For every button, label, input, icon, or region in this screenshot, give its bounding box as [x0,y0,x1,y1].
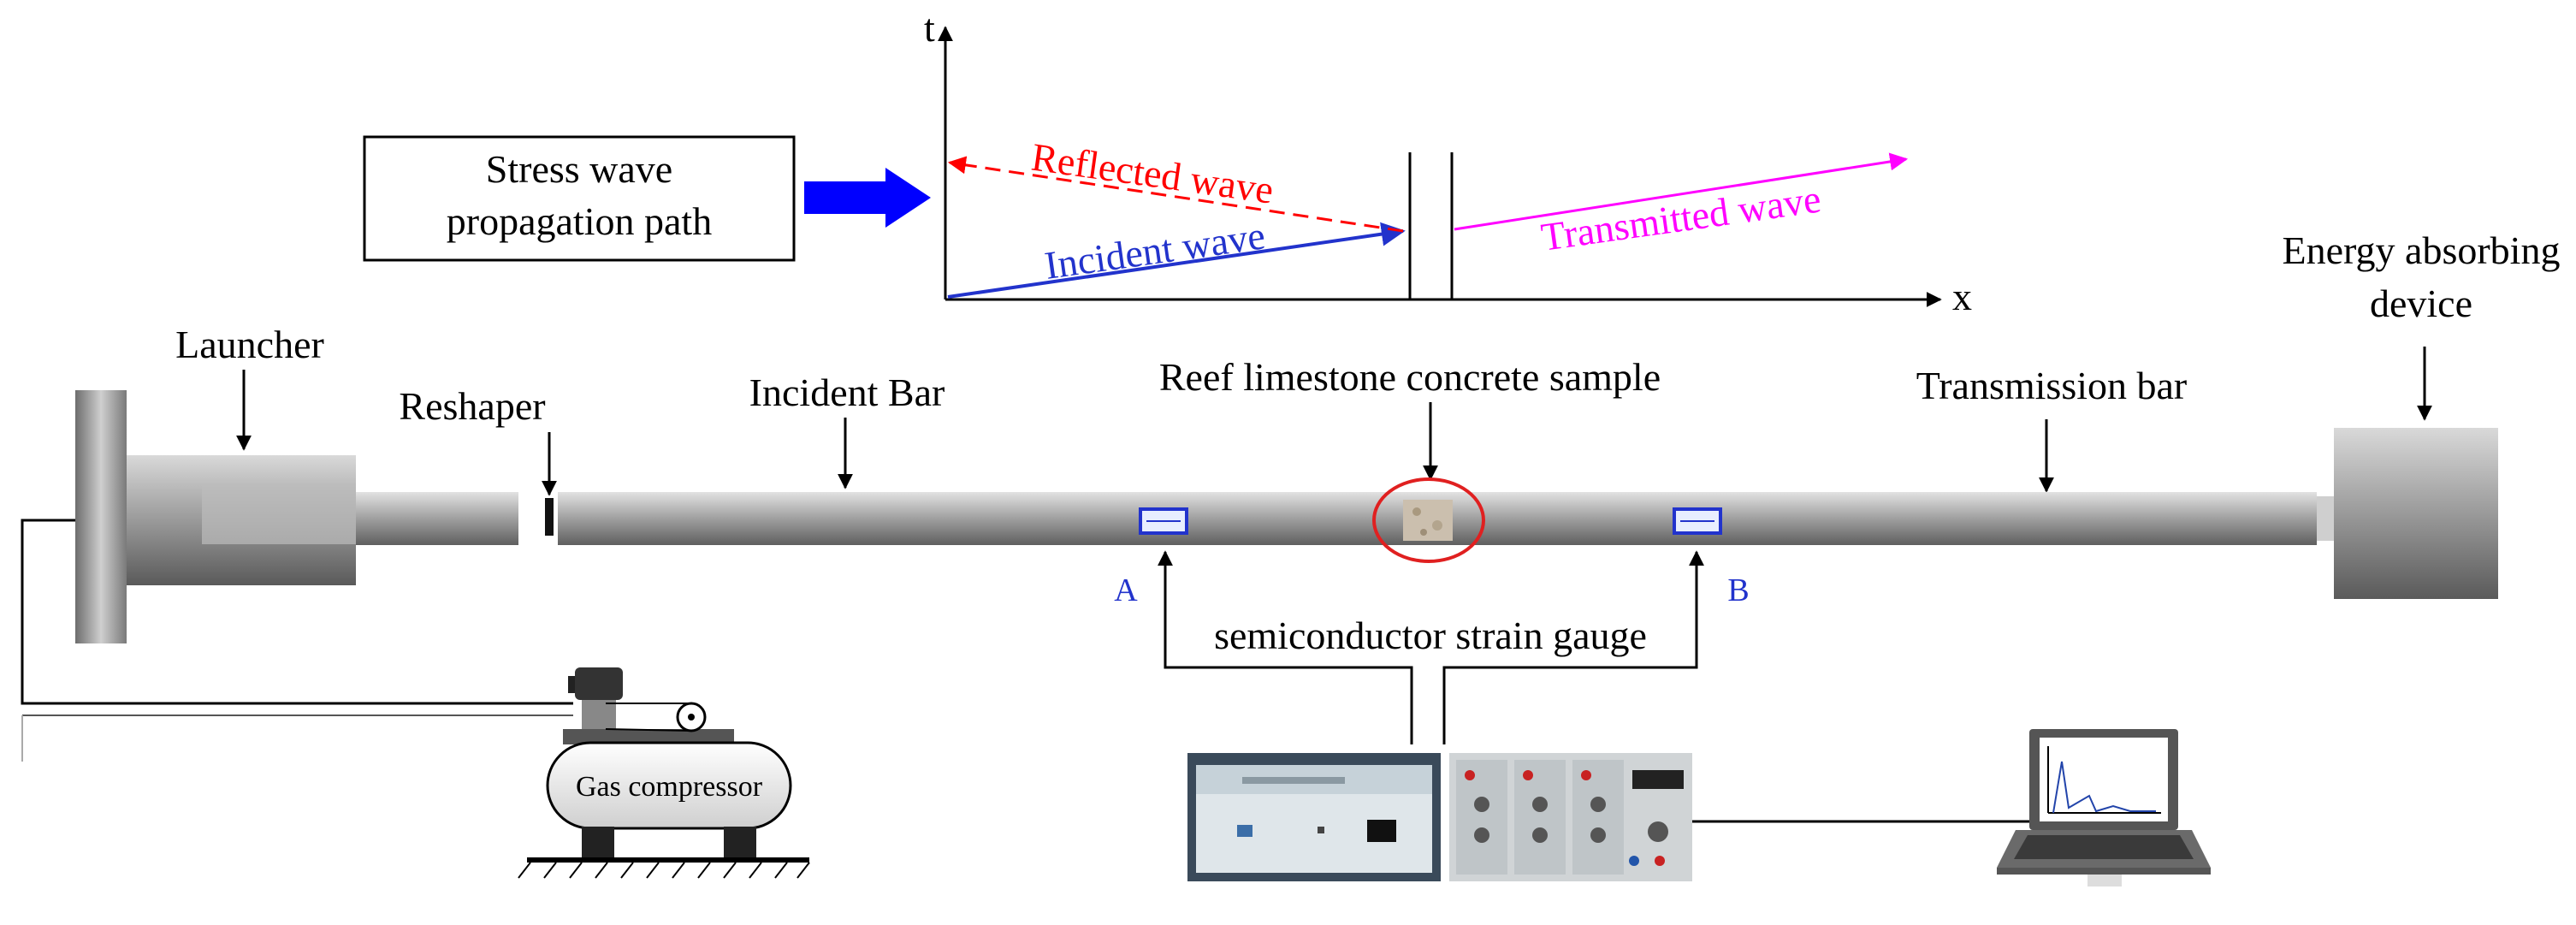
energy-absorbing-device [2334,428,2498,599]
strain-gauge-label: semiconductor strain gauge [1214,614,1647,657]
incident-bar-label: Incident Bar [749,371,945,414]
strain-meter-instrument [1187,753,1692,881]
wire-to-gauge-a [1158,550,1413,744]
path-box-line1: Stress wave [486,147,672,191]
sample-label: Reef limestone concrete sample [1159,355,1661,399]
transmission-bar-label: Transmission bar [1916,364,2188,407]
blue-arrow-icon [804,168,931,228]
incident-wave-label: Incident wave [1042,213,1268,288]
reshaper [545,498,554,536]
launcher-label: Launcher [175,323,324,366]
air-line-outer [21,519,573,705]
x-axis-label: x [1952,275,1972,318]
gauge-a-label: A [1114,572,1138,608]
gauge-b-label: B [1727,572,1749,608]
sample-highlight-ellipse [1372,477,1485,563]
path-box-line2: propagation path [447,199,712,243]
gas-compressor: Gas compressor [518,667,810,879]
propagation-path-box: Stress wave propagation path [363,135,796,262]
launcher [75,390,518,643]
transmitted-wave-label: Transmitted wave [1538,176,1823,258]
wave-propagation-plot: t x Reflected wave Incident wave Transmi… [924,6,1972,318]
transmitted-wave-arrow [1454,152,1909,231]
incident-wave-arrow [947,222,1406,299]
wire-to-gauge-b [1442,550,1704,744]
energy-device-label-line1: Energy absorbing [2283,228,2561,272]
laptop-computer [1997,729,2211,886]
energy-device-label-line2: device [2370,282,2472,325]
gas-compressor-label: Gas compressor [576,771,763,803]
t-axis-label: t [924,6,935,50]
concrete-sample [1403,500,1453,541]
reflected-wave-arrow [947,156,1404,233]
bar-end-collar [2317,496,2334,541]
reflected-wave-label: Reflected wave [1029,135,1276,212]
reshaper-label: Reshaper [399,384,545,428]
